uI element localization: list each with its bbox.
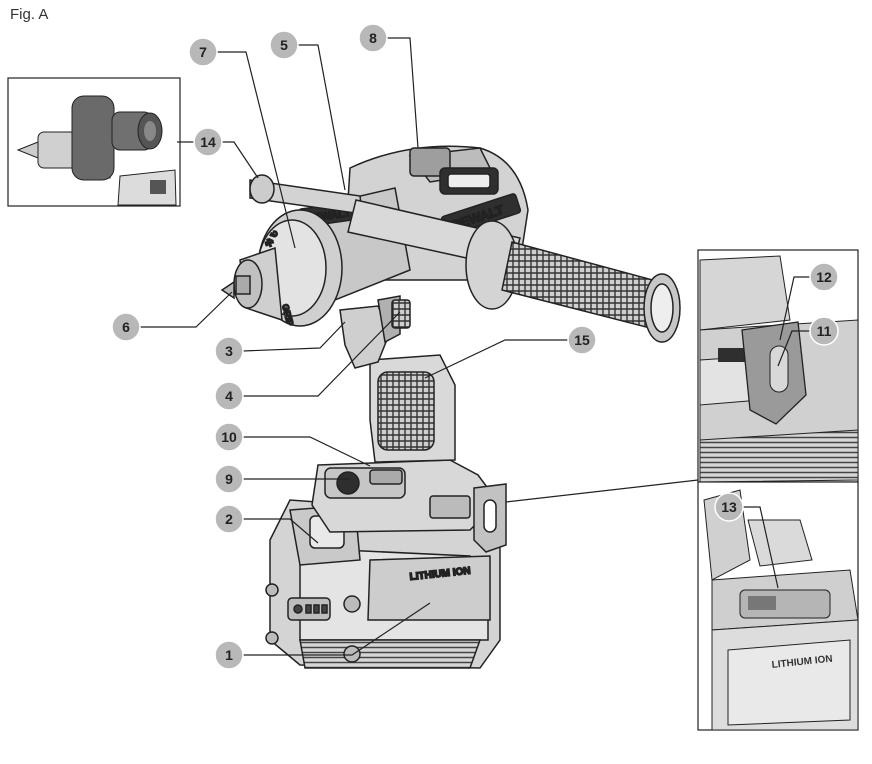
svg-text:1: 1	[225, 647, 233, 663]
callout-8: 8	[358, 23, 388, 53]
svg-text:6: 6	[122, 319, 130, 335]
svg-text:2: 2	[225, 511, 233, 527]
callout-7: 7	[188, 37, 218, 67]
svg-text:14: 14	[200, 134, 216, 150]
callout-12: 12	[809, 262, 839, 292]
svg-text:8: 8	[369, 30, 377, 46]
figure-label: Fig. A	[10, 6, 49, 23]
callout-11: 11	[809, 316, 839, 346]
callout-5: 5	[269, 30, 299, 60]
callout-9: 9	[214, 464, 244, 494]
callout-4: 4	[214, 381, 244, 411]
callout-1: 1	[214, 640, 244, 670]
callout-3: 3	[214, 336, 244, 366]
callout-6: 6	[111, 312, 141, 342]
callout-13: 13	[714, 492, 744, 522]
svg-text:3: 3	[225, 343, 233, 359]
callout-2: 2	[214, 504, 244, 534]
callout-10: 10	[214, 422, 244, 452]
inset-side-handle	[7, 77, 181, 207]
callout-15: 15	[567, 325, 597, 355]
svg-text:12: 12	[816, 269, 832, 285]
svg-text:10: 10	[221, 429, 237, 445]
drill-body: LITHIUM ION DEWALT DEWALT ⚒ ↻ GR	[220, 145, 681, 669]
svg-text:7: 7	[199, 44, 207, 60]
svg-text:4: 4	[225, 388, 233, 404]
callout-14: 14	[193, 127, 223, 157]
svg-text:11: 11	[817, 323, 832, 339]
svg-text:5: 5	[280, 37, 288, 53]
inset-bit-holder: LITHIUM ION	[697, 481, 859, 731]
svg-text:15: 15	[574, 332, 590, 348]
svg-text:13: 13	[721, 499, 737, 515]
svg-text:9: 9	[225, 471, 233, 487]
